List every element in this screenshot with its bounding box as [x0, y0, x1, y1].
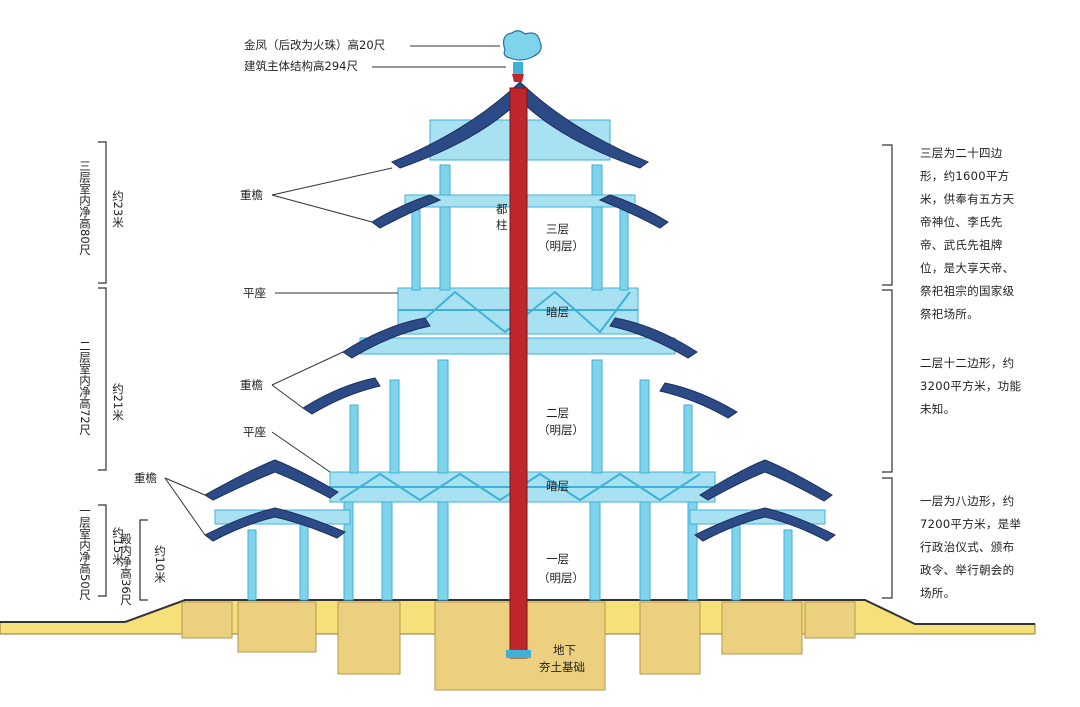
hall-approx-vertical: 约10米	[153, 544, 167, 583]
top-annotations: 金凤（后改为火珠）高20尺 建筑主体结构高294尺	[244, 38, 506, 73]
floor3-label-2: （明层）	[538, 239, 584, 253]
svg-text:米，供奉有五方天: 米，供奉有五方天	[920, 192, 1015, 206]
svg-text:祭祀场所。: 祭祀场所。	[920, 307, 979, 321]
floor2-height-vertical: 二层室内净高72尺	[78, 340, 92, 436]
svg-text:场所。: 场所。	[920, 586, 955, 600]
golden-phoenix-finial	[502, 30, 542, 82]
dark-upper-label: 暗层	[546, 305, 569, 319]
right-brackets	[882, 144, 893, 599]
svg-text:帝神位、李氏先: 帝神位、李氏先	[920, 215, 1003, 229]
svg-text:3200平方米，功能: 3200平方米，功能	[920, 379, 1021, 393]
left-dimension-brackets	[98, 141, 148, 601]
foundation-label-1: 地下	[553, 643, 576, 657]
eaves-label-mid: 重檐	[240, 378, 263, 392]
eaves-label-top: 重檐	[240, 188, 263, 202]
floor1-description: 一层为八边形，约 7200平方米，是举 行政治仪式、颁布 政令、举行朝会的 场所…	[920, 494, 1021, 600]
svg-text:未知。: 未知。	[920, 402, 955, 416]
floor1-height-vertical: 一层室内净高50尺	[78, 505, 92, 601]
foundation-label-2: 夯土基础	[539, 660, 585, 674]
pillar-label-2: 柱	[496, 218, 508, 232]
floor2-approx-vertical: 约21米	[111, 382, 125, 421]
floor2-description: 二层十二边形，约 3200平方米，功能 未知。	[920, 356, 1021, 416]
floor1-label-1: 一层	[546, 552, 569, 566]
floor3-description: 三层为二十四边 形，约1600平方 米，供奉有五方天 帝神位、李氏先 帝、武氏先…	[920, 146, 1015, 321]
floor1-label-2: （明层）	[538, 571, 584, 585]
svg-text:形，约1600平方: 形，约1600平方	[920, 169, 1009, 183]
floor2-label-2: （明层）	[538, 423, 584, 437]
eaves-label-low: 重檐	[134, 471, 157, 485]
hall-height-vertical: 殿内净高36尺	[119, 533, 133, 606]
svg-text:三层为二十四边: 三层为二十四边	[920, 146, 1003, 160]
floor3-height-vertical: 三层室内净高80尺	[78, 160, 92, 256]
finial-label: 金凤（后改为火珠）高20尺	[244, 38, 386, 52]
svg-text:二层十二边形，约: 二层十二边形，约	[920, 356, 1014, 370]
central-pillar	[502, 30, 542, 659]
svg-text:7200平方米，是举: 7200平方米，是举	[920, 517, 1021, 531]
floor1-approx-vertical: 约15米	[111, 526, 125, 565]
floor3-approx-vertical: 约23米	[111, 189, 125, 228]
svg-text:帝、武氏先祖牌: 帝、武氏先祖牌	[920, 238, 1003, 252]
svg-text:一层为八边形，约: 一层为八边形，约	[920, 494, 1014, 508]
floor2-label-1: 二层	[546, 406, 569, 420]
pillar-label-1: 都	[496, 202, 508, 216]
svg-text:政令、举行朝会的: 政令、举行朝会的	[920, 563, 1014, 577]
svg-text:行政治仪式、颁布: 行政治仪式、颁布	[920, 540, 1014, 554]
floor3-label-1: 三层	[546, 222, 569, 236]
platform-label-top: 平座	[243, 286, 266, 300]
platform-label-mid: 平座	[243, 425, 266, 439]
left-leader-labels	[164, 167, 398, 536]
svg-text:位，是大享天帝、: 位，是大享天帝、	[920, 261, 1014, 275]
svg-text:祭祀祖宗的国家级: 祭祀祖宗的国家级	[920, 284, 1015, 298]
dark-lower-label: 暗层	[546, 479, 569, 493]
height-label: 建筑主体结构高294尺	[244, 59, 358, 73]
ground-and-foundation	[0, 599, 1036, 691]
